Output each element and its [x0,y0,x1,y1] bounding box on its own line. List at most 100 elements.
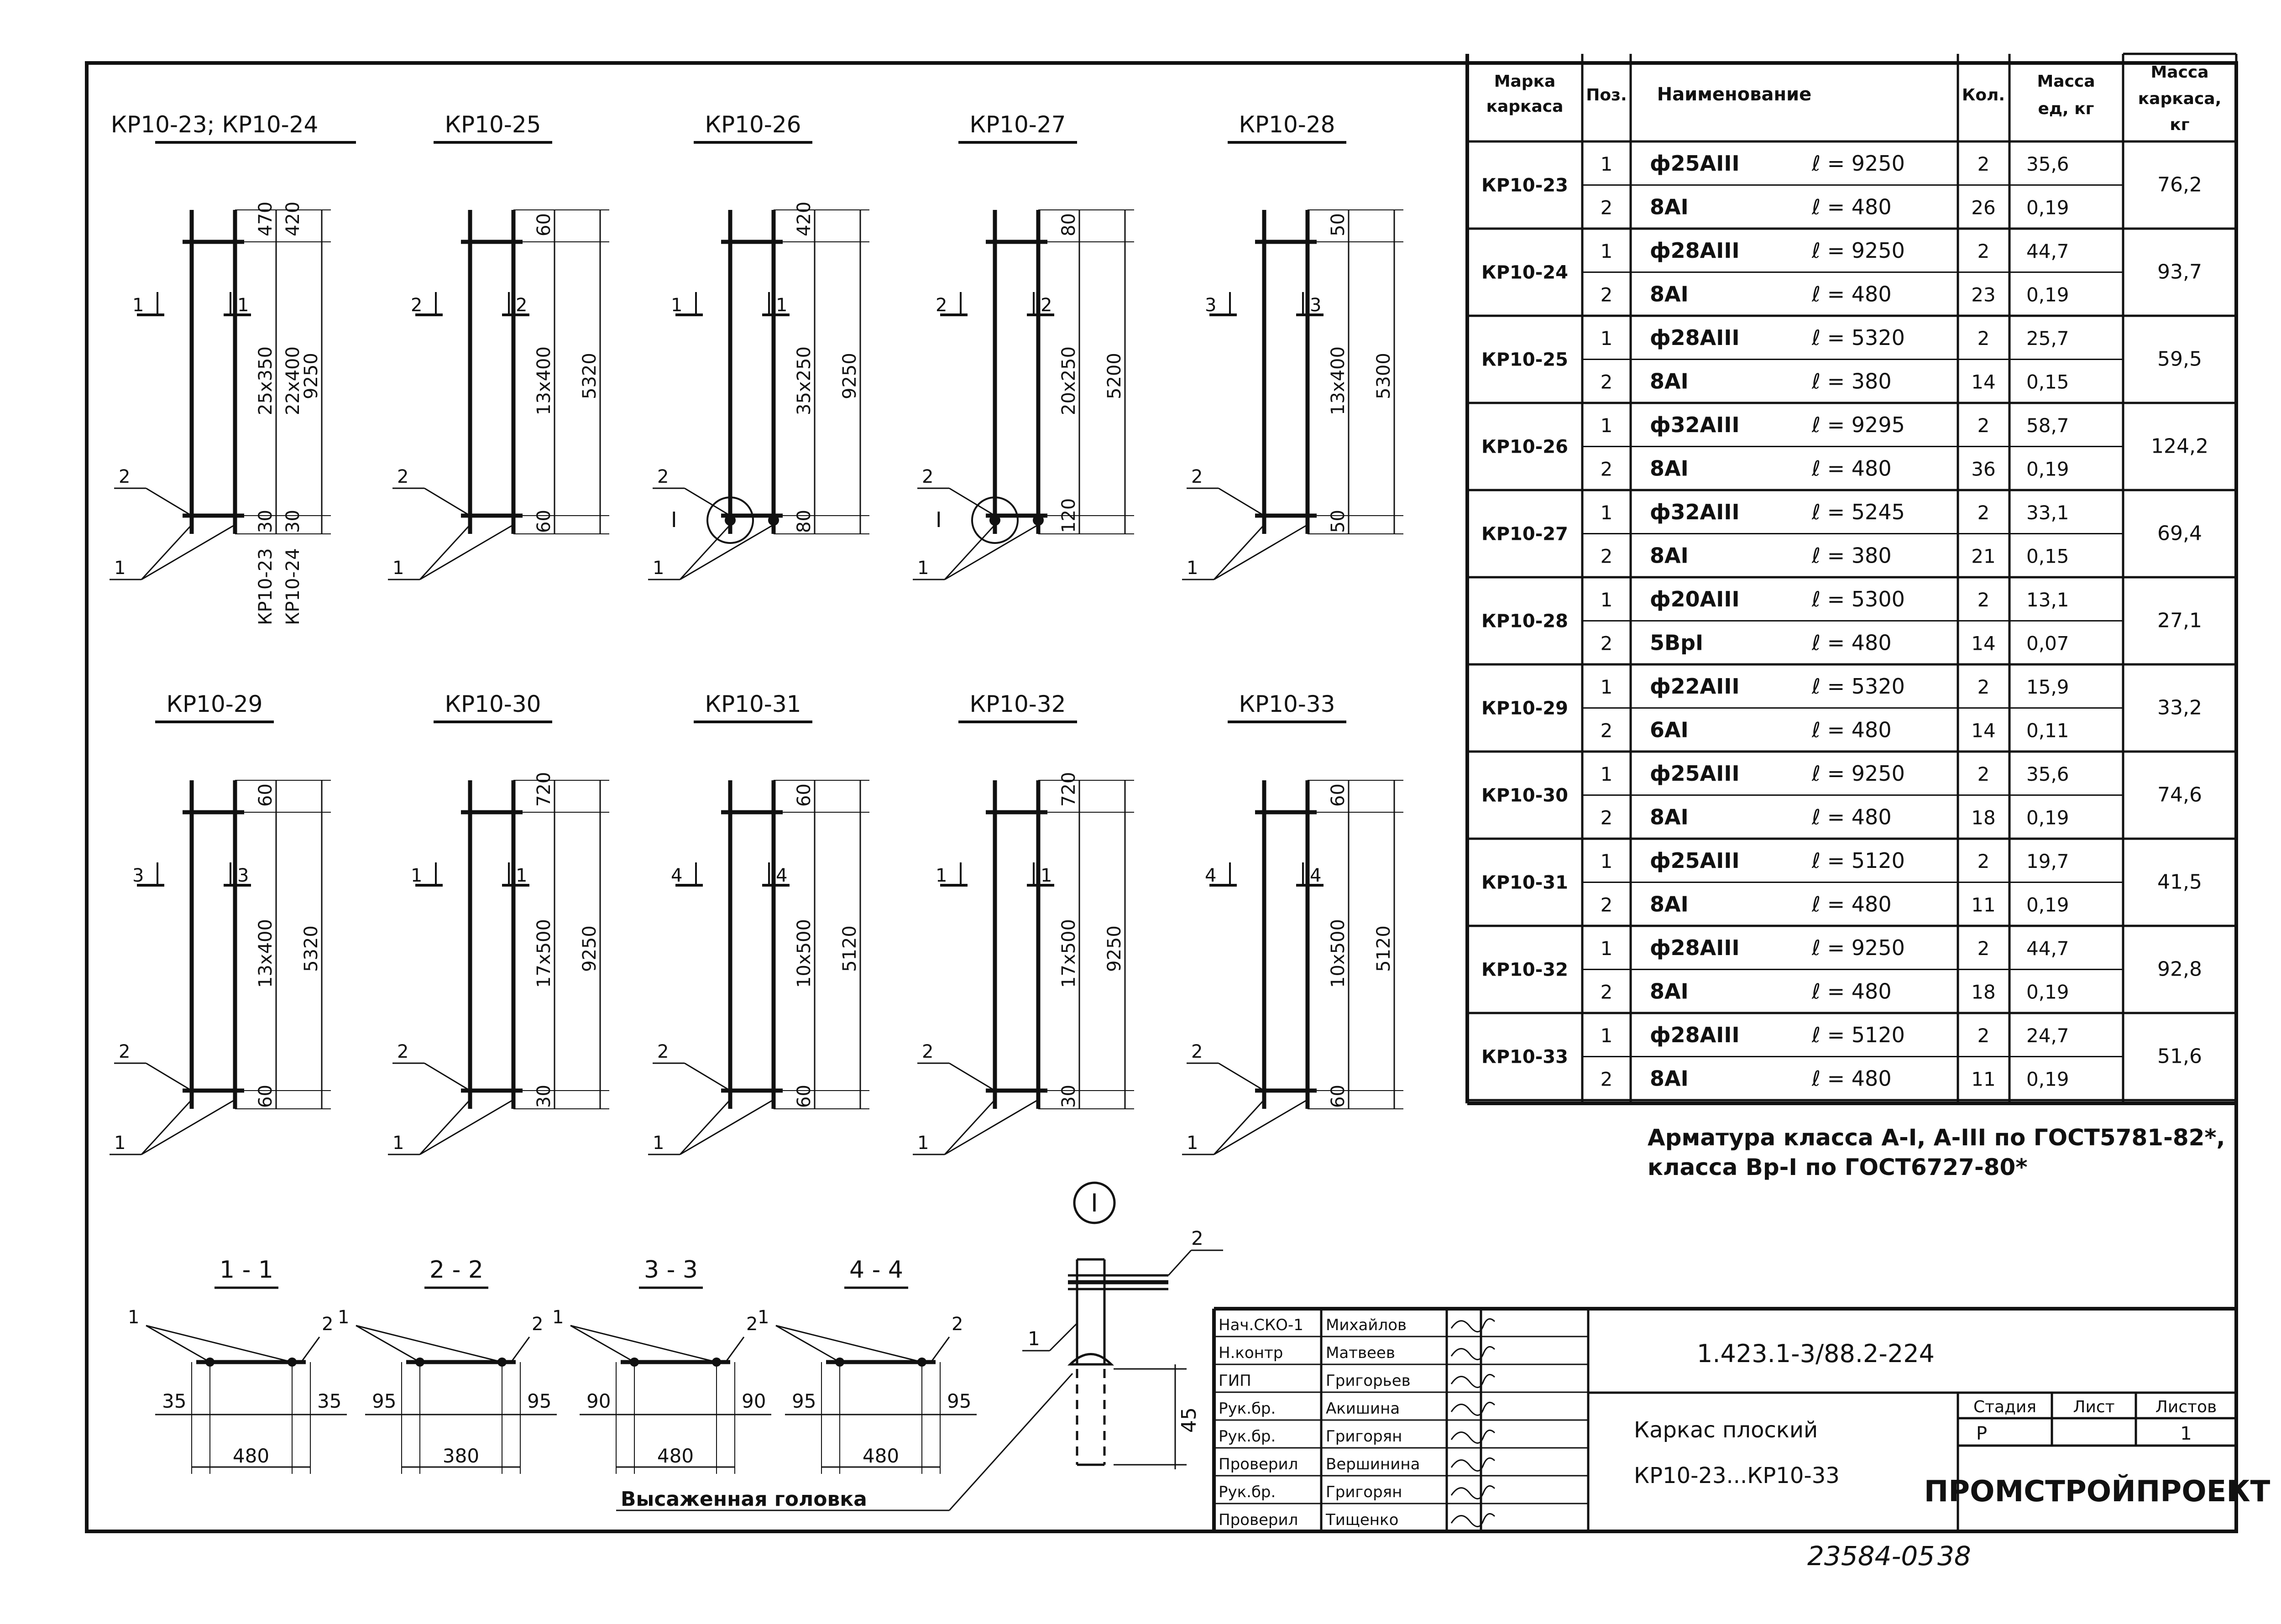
item-unit-mass: 0,11 [2026,719,2069,742]
leader-pos-2 [146,1062,192,1091]
dim-top: 80 [1058,213,1079,236]
title-line-2: КР10-23...КР10-33 [1634,1463,1840,1488]
item-qty: 21 [1971,545,1995,567]
frame-mass: 74,6 [2157,783,2202,807]
dim-total: 5320 [579,353,600,399]
item-qty: 2 [1978,589,1990,611]
frames-layer: КР10-23; КР10-2447025x35030925042022x400… [110,111,1403,1155]
item-pos: 2 [1601,806,1613,829]
dim-pitch: 35x250 [794,346,815,415]
frame-title: КР10-23; КР10-24 [111,111,319,138]
section-dim-edge-left: 35 [162,1390,186,1412]
header-frame-mass-2: каркаса, [2138,89,2222,108]
detail-dim: 45 [1177,1407,1201,1433]
section-label-right: 3 [237,865,249,886]
dim-total: 9250 [1104,925,1125,972]
item-qty: 26 [1971,196,1995,219]
dim-top: 60 [794,783,815,807]
dim-bottom: 30 [1058,1085,1079,1108]
dim-pitch: 20x250 [1058,346,1079,415]
section-label-left: 3 [132,865,144,886]
section-dim-total: 480 [233,1445,269,1467]
header-mark-1: Марка [1494,72,1556,91]
frame-mark: КР10-27 [1481,524,1568,545]
dim-pitch: 13x400 [255,919,276,988]
frame-mass: 124,2 [2151,435,2208,458]
signer-role: Проверил [1219,1455,1298,1473]
leader-pos-1b [1214,1099,1308,1155]
frame-title: КР10-31 [705,691,801,717]
item-pos: 2 [1601,545,1613,567]
section-pos-2: 2 [322,1314,333,1335]
item-bar: ф28АIII [1650,238,1740,263]
section-title: 4 - 4 [849,1256,903,1284]
item-bar: ф28АIII [1650,1023,1740,1047]
frame-mark: КР10-26 [1481,437,1568,458]
item-length: ℓ = 480 [1811,979,1892,1003]
pos-1-label: 1 [1187,1133,1198,1154]
leader-pos-1a [141,1099,193,1155]
detail-pos-1: 1 [1028,1327,1040,1350]
leader-pos-1a [1213,524,1265,580]
section-leader-2 [300,1337,320,1363]
signer-name: Акишина [1326,1399,1400,1418]
item-length: ℓ = 9295 [1811,413,1905,437]
section-leader-2 [930,1337,950,1363]
item-pos: 2 [1601,719,1613,742]
section-label-right: 1 [516,865,527,886]
item-qty: 2 [1978,153,1990,175]
dim-pitch: 13x400 [1328,346,1349,415]
item-pos: 2 [1601,981,1613,1003]
item-pos: 1 [1601,589,1613,611]
pos-2-label: 2 [119,466,130,487]
item-pos: 2 [1601,458,1613,480]
leader-pos-2 [684,487,731,517]
leader-pos-1a [944,1099,996,1155]
dim-bottom: 30 [534,1085,555,1108]
item-pos: 1 [1601,937,1613,960]
item-pos: 2 [1601,1068,1613,1090]
detail-marker: I [1091,1189,1098,1217]
item-length: ℓ = 480 [1811,804,1892,829]
dim-total: 5120 [1373,925,1394,972]
frame-mark: КР10-24 [1481,262,1568,283]
item-pos: 2 [1601,283,1613,306]
pos-1-label: 1 [653,1133,664,1154]
item-bar: ф25АIII [1650,761,1740,786]
item-bar: ф28АIII [1650,935,1740,960]
item-unit-mass: 0,19 [2026,1068,2069,1090]
frame-title: КР10-32 [970,691,1066,717]
item-unit-mass: 33,1 [2026,501,2069,524]
detail-ref-label: I [671,507,677,532]
stage-value: Р [1976,1423,1987,1444]
frame-mark: КР10-25 [1481,350,1568,371]
item-unit-mass: 24,7 [2026,1024,2069,1047]
pos-2-label: 2 [119,1041,130,1062]
leader-pos-2 [1218,1062,1265,1091]
item-unit-mass: 0,19 [2026,893,2069,916]
dim-top: 60 [255,783,276,807]
dim-bottom: 80 [794,510,815,533]
section-label-left: 4 [1205,865,1216,886]
sheets-count: 1 [2180,1423,2192,1444]
drawing-code: 1.423.1-3/88.2-224 [1697,1339,1935,1368]
frame-mass: 69,4 [2157,522,2202,545]
signer-name: Тищенко [1325,1511,1398,1529]
dim-total: 9250 [301,353,322,399]
pos-1-label: 1 [917,558,929,579]
signer-name: Григорьев [1326,1372,1411,1390]
signature-scribble [1450,1401,1496,1416]
dim-bottom-alt: 30 [283,510,303,533]
item-bar: 5ВрI [1650,630,1703,655]
pos-1-label: 1 [114,1133,126,1154]
detail-circle [706,496,754,544]
leader-pos-2 [424,487,471,517]
frame-mass: 93,7 [2157,261,2202,284]
header-unit-mass-2: ед, кг [2038,99,2094,118]
item-bar: 8АI [1650,804,1689,829]
signature-scribble [1450,1485,1496,1499]
item-bar: ф22АIII [1650,674,1740,699]
